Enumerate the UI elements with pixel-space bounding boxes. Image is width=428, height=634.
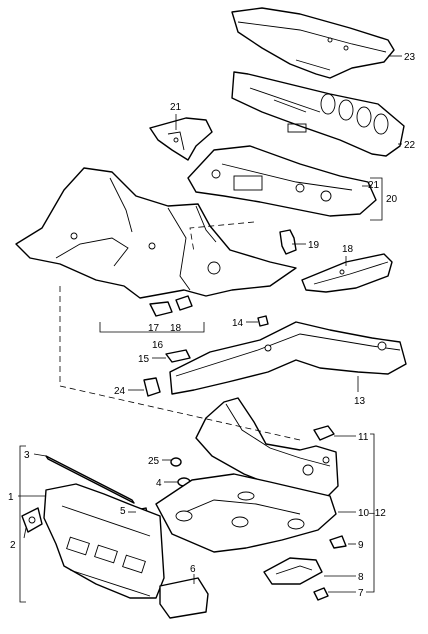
callout-25: 25 (148, 456, 160, 467)
callout-24: 24 (114, 386, 126, 397)
leader-lines (18, 55, 402, 593)
callout-11: 11 (358, 432, 369, 443)
callout-19: 19 (308, 240, 320, 251)
callout-6: 6 (190, 564, 196, 575)
parts-17-18-small-brackets (149, 295, 193, 317)
part-1-front-panel (43, 483, 165, 599)
part-24-bracket (143, 377, 161, 397)
part-23-cowl-top-panel (231, 7, 395, 79)
part-9-clip (329, 535, 347, 549)
callout-17: 17 (148, 323, 160, 334)
grouping-brackets (19, 177, 383, 603)
dashed-assembly-lines (59, 221, 301, 441)
part-15-plate (165, 349, 191, 363)
part-10-front-assembly (195, 397, 339, 501)
part-13-longitudinal-member (169, 321, 407, 395)
callout-21-lower: 21 (368, 180, 380, 191)
callout-labels: 23 22 21 21 20 19 18 17 18 16 14 15 24 1… (8, 52, 416, 599)
part-6-lower-panel (159, 577, 209, 619)
part-11-reinforcement (313, 425, 335, 441)
callout-14: 14 (232, 318, 244, 329)
callout-23: 23 (404, 52, 416, 63)
part-12-front-floor-plate (155, 473, 337, 553)
part-8-tray (263, 557, 323, 585)
part-14-clip (257, 315, 269, 327)
part-7-clip (313, 587, 329, 601)
callout-8: 8 (358, 572, 364, 583)
part-20-bulkhead (187, 145, 377, 217)
main-floor-pan (15, 167, 297, 299)
part-25-grommet (170, 457, 182, 467)
part-2-bracket (21, 507, 43, 533)
callout-18-right: 18 (342, 244, 354, 255)
part-19-bracket (279, 229, 297, 255)
callout-7: 7 (358, 588, 364, 599)
callout-3: 3 (24, 450, 30, 461)
callout-16: 16 (152, 340, 164, 351)
callout-21-upper: 21 (170, 102, 182, 113)
part-3-rod (45, 455, 135, 504)
callout-20: 20 (386, 194, 398, 205)
callout-2: 2 (10, 540, 16, 551)
callout-5: 5 (120, 506, 126, 517)
callout-4: 4 (156, 478, 162, 489)
callout-13: 13 (354, 396, 366, 407)
part-22-dashboard-panel (231, 71, 405, 157)
callout-22: 22 (404, 140, 416, 151)
callout-1: 1 (8, 492, 14, 503)
part-18-cross-member (301, 253, 393, 293)
callout-10-12: 10–12 (358, 508, 386, 519)
part-21-bracket-upper (149, 117, 213, 161)
callout-9: 9 (358, 540, 364, 551)
callout-18-bottom: 18 (170, 323, 182, 334)
callout-15: 15 (138, 354, 150, 365)
